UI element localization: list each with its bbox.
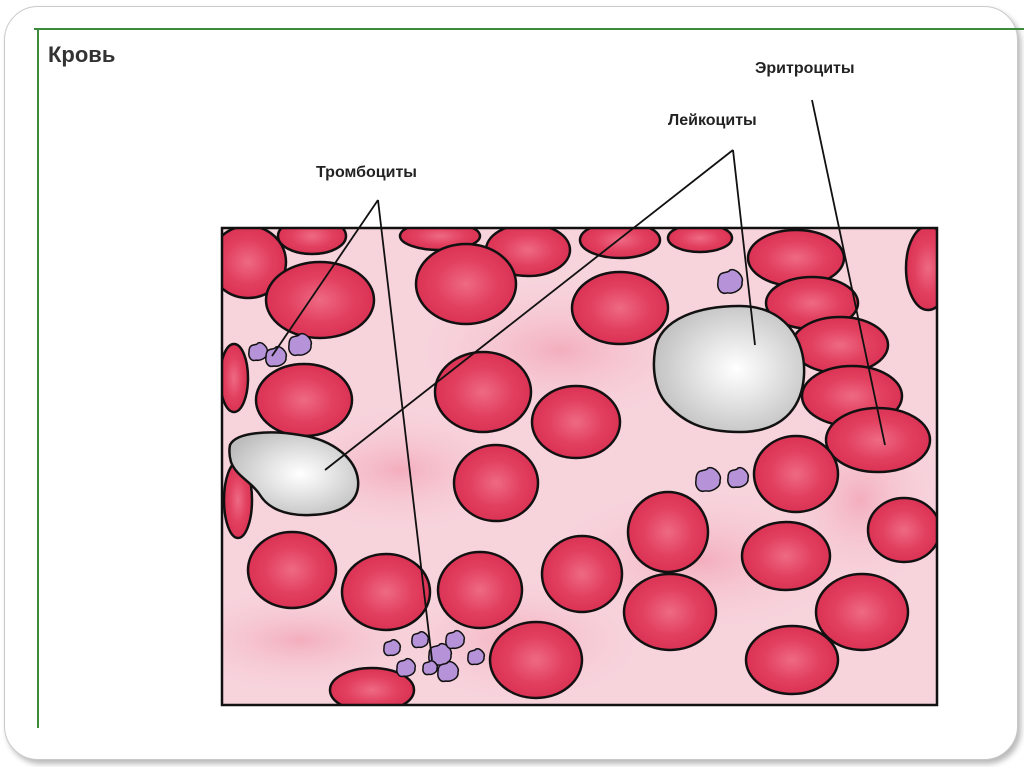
leukocytes-group: [228, 304, 806, 517]
platelets-group: [248, 268, 750, 683]
platelet: [265, 345, 288, 368]
erythrocytes-group: [222, 228, 937, 705]
plasma-field: [222, 228, 937, 705]
slide-accent-line-left: [37, 28, 39, 728]
pointer-line-leukocytes-right: [732, 149, 756, 346]
erythrocyte-cell: [436, 550, 524, 630]
leukocyte-cell: [228, 431, 360, 517]
erythrocyte-cell: [433, 350, 533, 434]
erythrocyte-cell: [814, 572, 910, 652]
smear-frame: [220, 226, 939, 707]
pointer-line-leukocytes-left: [324, 149, 734, 471]
erythrocyte-cell: [222, 228, 288, 300]
platelet: [695, 466, 722, 493]
erythrocyte-cell: [752, 434, 840, 514]
pointer-line-erythrocytes: [811, 99, 886, 446]
erythrocyte-cell: [414, 242, 518, 326]
pointer-lines: [271, 99, 886, 661]
platelet: [396, 657, 417, 678]
platelet: [383, 639, 402, 657]
platelet: [727, 466, 750, 489]
erythrocyte-cell: [328, 666, 416, 705]
erythrocyte-cell: [866, 496, 937, 564]
erythrocyte-cell: [904, 228, 937, 312]
erythrocyte-cell: [740, 520, 832, 592]
platelet: [445, 629, 466, 650]
label-leukocytes: Лейкоциты: [668, 112, 757, 129]
erythrocyte-cell: [824, 406, 932, 474]
erythrocyte-cell: [222, 342, 250, 414]
slide-title: Кровь: [48, 42, 116, 67]
erythrocyte-cell: [340, 552, 432, 632]
platelet: [248, 341, 269, 362]
label-platelets: Тромбоциты: [316, 164, 417, 181]
erythrocyte-cell: [452, 443, 540, 523]
erythrocyte-cell: [626, 490, 710, 574]
erythrocyte-cell: [264, 260, 376, 340]
platelet: [437, 660, 460, 683]
erythrocyte-cell: [488, 620, 584, 700]
pointer-line-platelets-bottom: [377, 199, 433, 661]
slide-accent-line-top: [34, 28, 1024, 30]
platelet: [467, 648, 486, 666]
erythrocyte-cell: [578, 228, 662, 260]
erythrocyte-cell: [540, 534, 624, 614]
erythrocyte-cell: [254, 362, 354, 438]
platelet: [717, 268, 744, 295]
leukocyte-cell: [652, 304, 806, 434]
erythrocyte-cell: [666, 228, 734, 254]
label-erythrocytes: Эритроциты: [755, 60, 855, 77]
erythrocyte-cell: [276, 228, 348, 256]
erythrocyte-cell: [790, 315, 890, 375]
erythrocyte-cell: [744, 624, 840, 696]
pointer-line-platelets-left: [271, 199, 379, 357]
erythrocyte-cell: [570, 270, 670, 346]
platelet: [411, 631, 430, 649]
erythrocyte-cell: [622, 572, 718, 652]
platelet: [288, 332, 313, 357]
platelet: [422, 660, 438, 676]
erythrocyte-cell: [246, 530, 338, 610]
erythrocyte-cell: [530, 384, 622, 460]
